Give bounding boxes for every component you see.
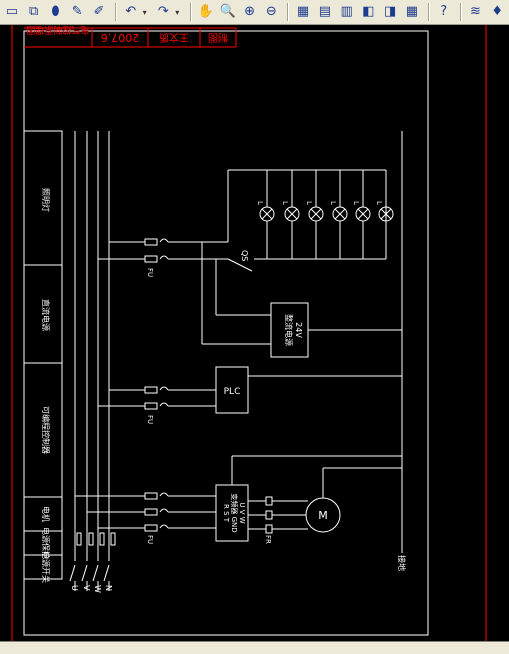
title-block: 电气控制原理图 2007.6 王文质 制图 [24,25,237,48]
title-date: 2007.6 [101,31,140,44]
relay-label: FR [264,535,272,544]
toolbar-separator [427,3,430,21]
toolbar-separator [287,3,290,21]
layers-icon[interactable]: ≋ [469,4,481,19]
lamp: L [375,170,394,259]
design-center-icon[interactable]: ▤ [318,4,331,19]
fuse-label-lighting: FU [146,268,154,277]
dropdown-arrow-icon[interactable]: ▾ [142,7,147,17]
help-icon[interactable]: ? [440,4,448,19]
status-bar [0,641,509,654]
sheet-set-icon[interactable]: ◧ [362,4,375,19]
inverter-bot: U V W [238,502,246,523]
lamp-label: L [256,201,264,205]
rectifier-line1: 整流电源 [284,314,294,346]
lamp-label: L [375,201,383,205]
select-icon[interactable]: ▭ [5,4,19,19]
rectifier-line2: 24V [294,322,303,338]
ground-label: 接地 [397,555,407,571]
section-dc-power: 直流电源 [41,299,51,331]
title-drawn-by: 王文质 [159,31,189,44]
zoom-realtime-icon[interactable]: 🔍 [219,4,236,19]
lamp-label: L [352,201,360,205]
drawing-canvas[interactable]: 电气控制原理图 2007.6 王文质 制图 照明灯 直流电源 可编程控制器 电机… [0,25,509,653]
bus-label-w: W [93,585,102,593]
plc-branch [98,366,402,414]
switch-label: QS [240,250,249,261]
lamp: L [352,170,371,259]
motor-label: M [318,509,328,522]
inverter-mid: 变频器 GND [230,493,239,532]
fuse-label-motor: FU [146,535,154,544]
calculator-icon[interactable]: ▦ [405,4,419,19]
redo-icon[interactable]: ↷ [157,4,169,19]
pan-icon[interactable]: ✋ [197,4,215,19]
toolbar-separator [190,3,193,21]
zoom-previous-icon[interactable]: ⊖ [265,4,277,19]
dropdown-arrow-icon[interactable]: ▾ [175,7,180,17]
section-plc: 可编程控制器 [41,406,51,454]
toolbar-separator [114,3,117,21]
lamp: L [329,170,348,259]
bus-label-n: N [104,585,113,591]
paint-icon[interactable]: ⬮ [51,4,60,19]
lamp: L [256,170,275,259]
toolbar-separator [459,3,462,21]
section-power-protect: 电源保护 [41,527,51,559]
motor-branch [75,455,402,542]
highlighter-icon[interactable]: ✐ [93,4,105,19]
section-lighting: 照明灯 [41,188,51,212]
section-power-switch: 电源开关 [41,551,51,583]
bus-lines [69,131,116,591]
rectifier-branch [201,242,402,358]
bulb-icon[interactable]: ♦ [491,4,503,19]
undo-icon[interactable]: ↶ [125,4,137,19]
lighting-branch [98,169,387,272]
title-project: 电气控制原理图 [26,25,89,36]
properties-icon[interactable]: ▦ [296,4,310,19]
zoom-window-icon[interactable]: ⊕ [244,4,255,19]
lamp-label: L [329,201,337,205]
section-column [23,130,63,580]
pen-icon[interactable]: ✎ [71,4,83,19]
lamp-label: L [305,201,313,205]
fuse-label-plc: FU [146,415,154,424]
bus-label-v: V [82,585,91,591]
toolbar: ▭ ⧉ ⬮ ✎ ✐ ↶ ▾ ↷ ▾ ✋ 🔍 ⊕ ⊖ ▦ ▤ ▥ ◧ ◨ ▦? ≋ ♦ [0,0,509,25]
lamp: L [281,170,300,259]
copy-window-icon[interactable]: ⧉ [29,4,39,19]
lamp-label: L [281,201,289,205]
tool-palette-icon[interactable]: ▥ [340,4,353,19]
section-motor: 电机 [41,506,51,522]
markup-icon[interactable]: ◨ [383,4,397,19]
schematic: 电气控制原理图 2007.6 王文质 制图 照明灯 直流电源 可编程控制器 电机… [11,25,487,653]
bus-label-u: U [70,585,79,591]
inverter-top: R S T [222,504,230,523]
lamp: L [305,170,324,259]
plc-label: PLC [224,387,241,397]
plc-box [215,366,249,414]
title-drawing: 制图 [208,31,228,44]
